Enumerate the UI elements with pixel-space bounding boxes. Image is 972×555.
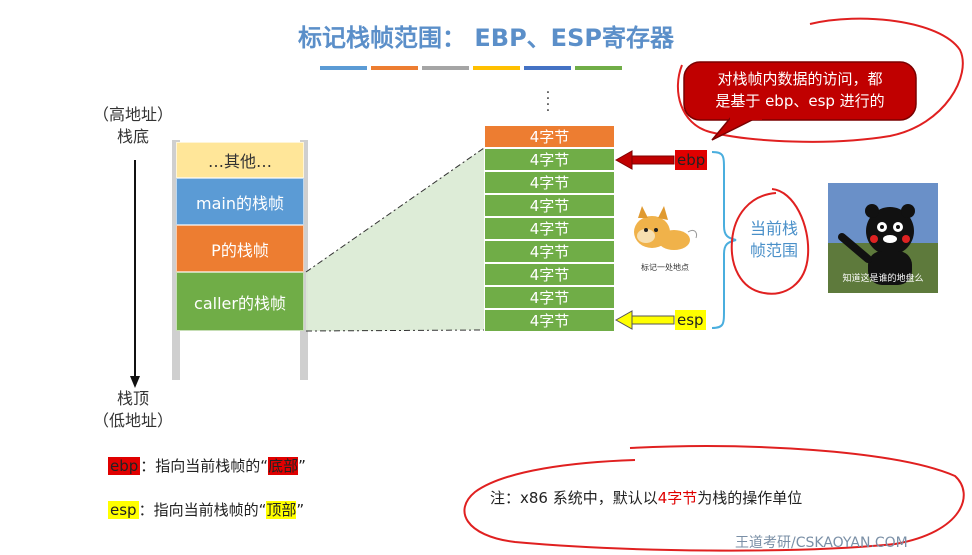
kumamon-sticker: 知道这是谁的地盘么 [828,183,938,293]
title-bar-segment [371,66,418,70]
ellipsis-dots: ···· [545,85,551,119]
stack-cell: 4字节 [484,194,615,217]
stack-bottom-label: 栈底 [116,127,149,146]
stack-top-label: 栈顶 [116,389,149,408]
stack-cell-label: 4字节 [529,289,570,307]
low-address-label: （低地址） [92,411,173,430]
title-bar-segment [473,66,520,70]
ebp-legend-emph: 底部 [268,457,299,475]
ebp-arrow-icon [614,150,675,170]
stack-cell-label: 4字节 [529,151,570,169]
doge-image [634,206,697,250]
annotation-circle-top [676,17,964,143]
esp-legend: esp：指向当前栈帧的“顶部” [108,499,304,521]
ebp-legend-tag: ebp [108,457,141,475]
doge-sticker: 标记一处地点 [622,202,708,274]
callout-bubble: 对栈帧内数据的访问，都 是基于 ebp、esp 进行的 [672,60,918,141]
stack-cell-label: 4字节 [529,243,570,261]
frame-main: main的栈帧 [176,178,304,225]
stack-cell-label: 4字节 [529,266,570,284]
callout-shape [683,61,917,141]
ebp-register-tag: ebp [675,150,708,170]
note: 注：x86 系统中，默认以4字节为栈的操作单位 [490,487,802,508]
note-emph: 4字节 [657,489,698,507]
stack-cell: 4字节 [484,125,615,148]
current-frame-range-label: 当前栈帧范围 [750,218,808,262]
frame-main-label: main的栈帧 [196,193,284,213]
high-address-label: （高地址） [92,105,173,124]
watermark: 王道考研/CSKAOYAN.COM [735,535,908,551]
stack-cell: 4字节 [484,240,615,263]
stack-cell-label: 4字节 [529,174,570,192]
title-bar-segment [524,66,571,70]
frame-p: P的栈帧 [176,225,304,272]
doge-caption: 标记一处地点 [641,263,689,272]
title-bar-segment [575,66,622,70]
esp-legend-emph: 顶部 [266,501,297,519]
title-bar-segment [320,66,367,70]
page-title: 标记栈帧范围： EBP、ESP寄存器 [298,24,674,52]
stack-cell: 4字节 [484,171,615,194]
title-bar-segment [422,66,469,70]
esp-legend-tag: esp [108,501,139,519]
kumamon-image [828,183,938,293]
stack-cell-label: 4字节 [529,197,570,215]
annotation-circle-note [463,445,965,552]
note-prefix: 注：x86 系统中，默认以 [490,489,658,507]
stack-cell-label: 4字节 [529,220,570,238]
stack-cell: 4字节 [484,263,615,286]
frame-other: …其他… [176,142,304,178]
annotation-circle-brace [730,188,810,295]
esp-legend-text: ：指向当前栈帧的“ [138,501,267,519]
stack-cell: 4字节 [484,309,615,332]
frame-caller: caller的栈帧 [176,272,304,331]
zoom-projection [305,147,485,332]
frame-caller-label: caller的栈帧 [194,293,286,313]
ebp-legend: ebp：指向当前栈帧的“底部” [108,455,306,477]
esp-arrow-icon [614,310,675,330]
ebp-legend-text: ：指向当前栈帧的“ [140,457,269,475]
range-brace [711,151,737,329]
kumamon-caption: 知道这是谁的地盘么 [842,274,924,284]
esp-legend-close: ” [296,501,305,519]
stack-cell: 4字节 [484,217,615,240]
callout-line-1: 对栈帧内数据的访问，都 [717,70,883,88]
callout-line-2: 是基于 ebp、esp 进行的 [715,92,885,110]
stack-cell-label: 4字节 [529,312,570,330]
esp-register-tag: esp [675,310,706,330]
brace-label: 当前栈帧范围 [750,219,799,260]
stack-cell: 4字节 [484,148,615,171]
note-suffix: 为栈的操作单位 [697,489,803,507]
down-arrow-icon [130,160,140,388]
frame-p-label: P的栈帧 [211,240,269,260]
stack-cell-label: 4字节 [529,128,570,146]
ebp-legend-close: ” [298,457,306,475]
stack-cell: 4字节 [484,286,615,309]
frame-other-label: …其他… [207,152,272,171]
